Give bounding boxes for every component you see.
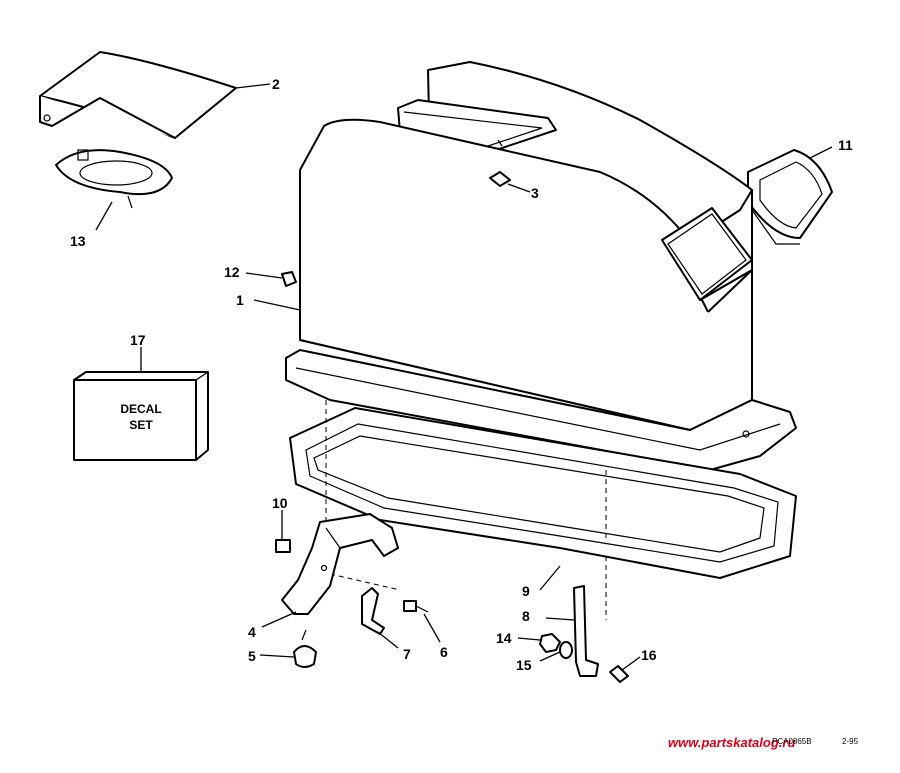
callout-7: 7 (403, 646, 411, 662)
clip-nut (275, 539, 291, 553)
callout-15: 15 (516, 657, 532, 673)
retaining-clip (361, 587, 385, 635)
callout-1: 1 (236, 292, 244, 308)
latch-strap (573, 585, 599, 677)
engine-cover (285, 61, 797, 471)
watermark: www.partskatalog.ru (668, 735, 795, 750)
strap-screw (609, 665, 629, 683)
washer (559, 641, 573, 659)
callouts: 2 3 1 12 11 13 17 10 4 5 7 6 9 8 14 15 1… (70, 76, 853, 673)
callout-9: 9 (522, 583, 530, 599)
hex-nut (539, 633, 561, 653)
callout-13: 13 (70, 233, 86, 249)
callout-11: 11 (838, 137, 853, 153)
callout-16: 16 (641, 647, 657, 663)
drawing-date: 2-95 (842, 737, 859, 746)
callout-4: 4 (248, 624, 256, 640)
callout-10: 10 (272, 495, 288, 511)
drawing-code: PCA0865B (772, 737, 812, 746)
callout-3: 3 (531, 185, 539, 201)
callout-17: 17 (130, 332, 146, 348)
assembly-lines (325, 400, 607, 620)
cap-gasket (55, 149, 173, 209)
callout-14: 14 (496, 630, 512, 646)
bracket-screw (403, 600, 429, 613)
cover-seal (289, 407, 797, 579)
decal-set-box: DECAL SET (73, 371, 209, 461)
grommet (293, 629, 317, 668)
callout-5: 5 (248, 648, 256, 664)
cover-cap (39, 51, 237, 139)
decal-label-line1: DECAL (120, 402, 161, 416)
vent-grille (747, 149, 833, 245)
cover-screw (281, 271, 297, 287)
leader-lines (95, 83, 833, 671)
callout-2: 2 (272, 76, 280, 92)
callout-8: 8 (522, 608, 530, 624)
mounting-bracket (281, 513, 399, 615)
callout-6: 6 (440, 644, 448, 660)
decal-label-line2: SET (129, 418, 153, 432)
callout-12: 12 (224, 264, 240, 280)
